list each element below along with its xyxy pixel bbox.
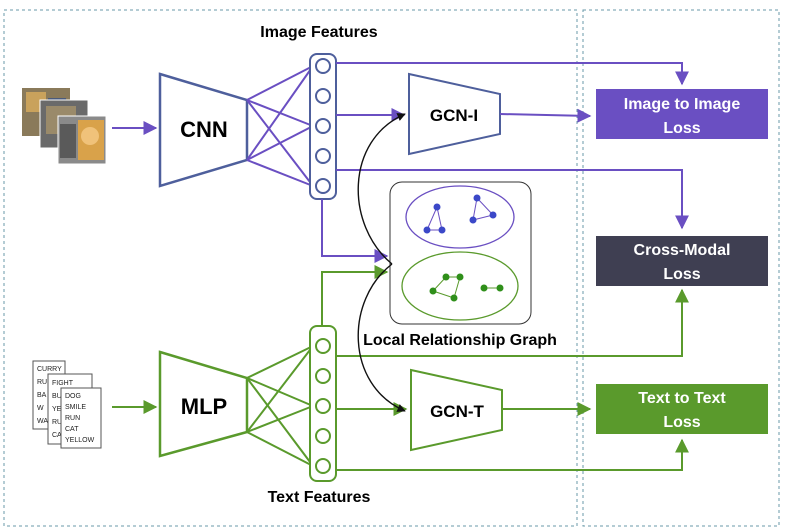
gcn-i-label: GCN-I	[430, 106, 478, 125]
text-graph-ellipse	[401, 251, 519, 321]
svg-text:FIGHT: FIGHT	[52, 380, 74, 387]
svg-text:BA: BA	[37, 392, 47, 399]
gcn-t-block	[410, 368, 503, 452]
image-loss-line1: Image to Image	[624, 96, 741, 113]
svg-text:W: W	[37, 405, 44, 412]
input-images	[22, 88, 107, 165]
image-node	[315, 58, 331, 74]
image-node	[315, 88, 331, 104]
right-panel-frame	[582, 9, 780, 527]
svg-text:WA: WA	[37, 418, 48, 425]
svg-text:CURRY: CURRY	[37, 366, 62, 373]
text-node	[315, 338, 331, 354]
svg-text:BU: BU	[52, 393, 62, 400]
svg-text:SMILE: SMILE	[65, 404, 86, 411]
mlp-node-connections	[246, 345, 314, 467]
text-loss-line2: Loss	[663, 414, 700, 431]
image-feature-nodes	[315, 58, 331, 194]
mlp-label: MLP	[181, 394, 227, 419]
image-graph-ellipse	[405, 185, 515, 249]
image-to-image-loss-box	[596, 89, 768, 139]
input-text-cards: CURRY RU BA W WA FIGHT BU YE RU CA DOG S…	[32, 360, 102, 449]
svg-text:CAT: CAT	[65, 426, 79, 433]
image-features-label: Image Features	[260, 24, 377, 41]
cross-loss-line2: Loss	[663, 266, 700, 283]
cnn-label: CNN	[180, 117, 228, 142]
text-node	[315, 398, 331, 414]
svg-text:CA: CA	[52, 432, 62, 439]
image-loss-line2: Loss	[663, 120, 700, 137]
left-panel-frame	[3, 9, 578, 527]
svg-text:RUN: RUN	[65, 415, 80, 422]
text-card-3	[60, 387, 102, 449]
svg-text:YE: YE	[52, 406, 62, 413]
image-node	[315, 148, 331, 164]
text-graph-nodes	[429, 273, 504, 302]
image-node	[315, 178, 331, 194]
text-loss-line1: Text to Text	[638, 390, 726, 407]
text-features-label: Text Features	[268, 489, 371, 506]
cnn-node-connections	[246, 65, 314, 187]
image-feature-routes	[321, 62, 689, 263]
text-to-text-loss-box	[596, 384, 768, 434]
text-node	[315, 458, 331, 474]
local-relationship-graph-label: Local Relationship Graph	[363, 332, 557, 349]
gcn-t-label: GCN-T	[430, 402, 484, 421]
image-graph-nodes	[423, 194, 497, 234]
cross-modal-loss-box	[596, 236, 768, 286]
svg-text:DOG: DOG	[65, 393, 81, 400]
svg-text:YELLOW: YELLOW	[65, 437, 95, 444]
text-feature-nodes	[315, 338, 331, 474]
text-feature-routes	[321, 265, 689, 471]
gcn-i-block	[408, 72, 501, 156]
image-node	[315, 118, 331, 134]
graph-to-gcn-arrows	[357, 113, 406, 412]
text-node	[315, 428, 331, 444]
cross-loss-line1: Cross-Modal	[634, 242, 731, 259]
svg-text:RU: RU	[37, 379, 47, 386]
text-node	[315, 368, 331, 384]
svg-text:RU: RU	[52, 419, 62, 426]
